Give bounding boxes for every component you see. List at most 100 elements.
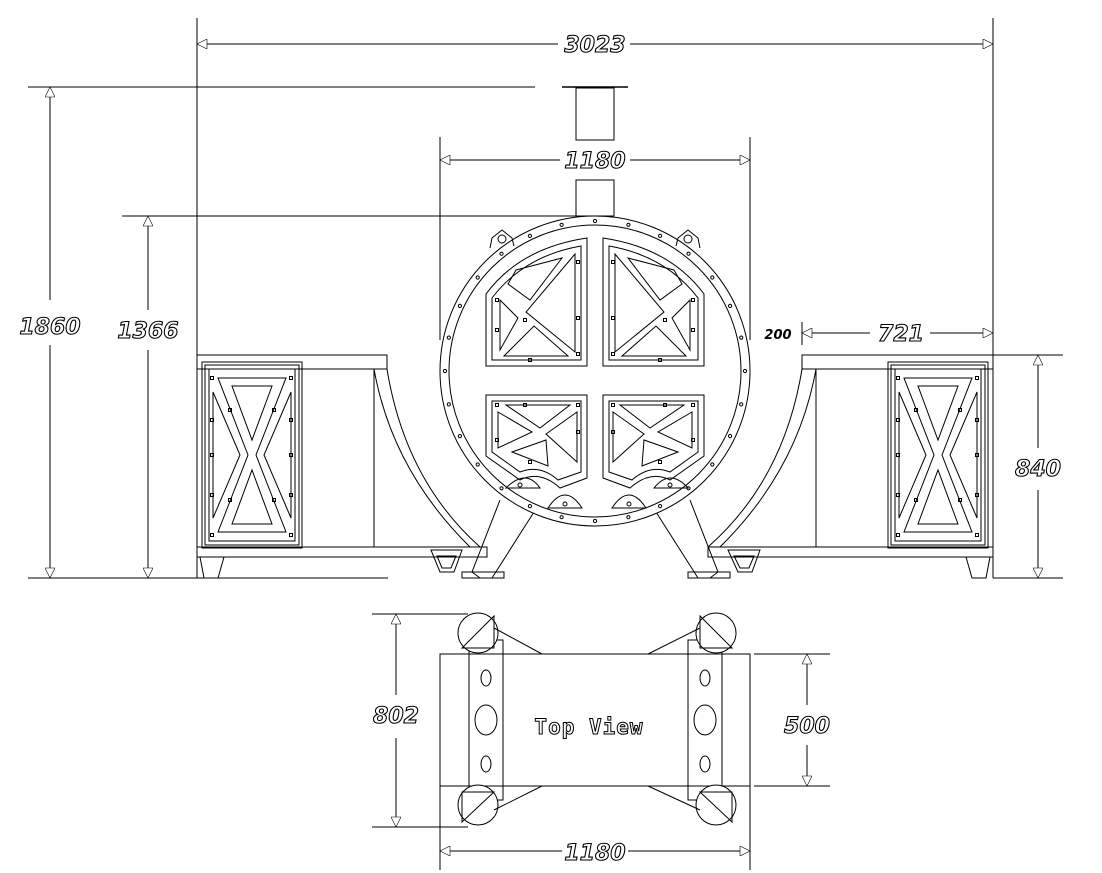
rim-bolt — [499, 251, 504, 256]
dim-top-depth: 802 — [373, 704, 419, 729]
rim-bolt — [457, 303, 462, 308]
panel-bolt — [289, 533, 293, 537]
panel-bolt — [975, 418, 979, 422]
panel-bolt — [495, 298, 499, 302]
rim-bolt — [626, 515, 631, 520]
panel-bolt — [691, 328, 695, 332]
panel-bolt — [914, 408, 918, 412]
tank-door-lower-right — [602, 394, 705, 489]
rim-bolt — [499, 486, 504, 491]
panel-bolt — [289, 493, 293, 497]
panel-bolt — [523, 318, 527, 322]
panel-bolt — [611, 430, 615, 434]
panel-bolt — [495, 328, 499, 332]
panel-bolt — [896, 376, 900, 380]
left-side-frame — [196, 354, 488, 579]
tank-rim-bolts — [442, 218, 748, 524]
door-panel-bolts — [210, 260, 979, 537]
panel-bolt — [576, 316, 580, 320]
tank-door-upper-right — [602, 237, 705, 367]
rim-bolt — [710, 275, 715, 280]
panel-bolt — [691, 403, 695, 407]
panel-bolt — [528, 358, 532, 362]
rim-bolt — [686, 251, 691, 256]
panel-bolt — [210, 453, 214, 457]
rim-bolt — [475, 462, 480, 467]
panel-bolt — [228, 408, 232, 412]
panel-bolt — [896, 493, 900, 497]
rim-bolt — [728, 434, 733, 439]
rim-bolt — [527, 504, 533, 509]
panel-bolt — [576, 430, 580, 434]
panel-bolt — [896, 453, 900, 457]
panel-bolt — [975, 533, 979, 537]
panel-bolt — [975, 493, 979, 497]
rim-bolt — [686, 486, 691, 491]
panel-bolt — [528, 460, 532, 464]
panel-bolt — [289, 418, 293, 422]
rim-bolt — [446, 402, 451, 407]
rim-bolt — [742, 368, 748, 374]
panel-bolt — [611, 260, 615, 264]
panel-bolt — [495, 403, 499, 407]
rim-bolt — [442, 368, 448, 374]
panel-bolt — [272, 498, 276, 502]
rim-bolt — [739, 402, 744, 407]
panel-bolt — [691, 298, 695, 302]
top-view-label: Top View — [534, 715, 643, 739]
dim-overall-width: 3023 — [564, 33, 625, 58]
rim-bolt — [559, 515, 564, 520]
tank-body — [439, 215, 751, 527]
panel-bolt — [228, 498, 232, 502]
panel-bolt — [896, 418, 900, 422]
top-view: Top View 802 500 1180 — [372, 612, 831, 870]
panel-bolt — [576, 352, 580, 356]
panel-bolt — [958, 408, 962, 412]
panel-bolt — [611, 403, 615, 407]
rim-bolt — [626, 222, 631, 227]
panel-bolt — [896, 533, 900, 537]
panel-bolt — [272, 408, 276, 412]
panel-bolt — [576, 403, 580, 407]
right-door-panel — [887, 361, 989, 549]
dim-top-width: 1180 — [564, 841, 625, 866]
panel-bolt — [663, 318, 667, 322]
top-view-bracket-right — [687, 639, 723, 801]
panel-bolt — [611, 352, 615, 356]
panel-bolt — [658, 358, 662, 362]
dim-overall-height: 1860 — [19, 315, 80, 340]
rim-bolt — [527, 233, 533, 238]
dim-tank-diameter: 1180 — [564, 149, 625, 174]
panel-bolt — [210, 533, 214, 537]
dim-clearance: 200 — [764, 328, 791, 343]
rim-bolt — [658, 233, 663, 238]
tank-bottom-vents — [504, 477, 690, 509]
dim-top-inner-depth: 500 — [784, 714, 830, 739]
panel-bolt — [691, 438, 695, 442]
panel-bolt — [975, 376, 979, 380]
right-side-frame — [707, 354, 994, 579]
tank-door-upper-left — [485, 237, 588, 367]
rim-bolt — [559, 222, 564, 227]
tank-legs — [461, 499, 731, 579]
dim-side-width: 721 — [878, 322, 924, 347]
dimension-lines — [50, 44, 1038, 578]
rim-bolt — [592, 218, 598, 224]
rim-bolt — [710, 462, 715, 467]
top-view-feet — [457, 612, 737, 826]
panel-bolt — [576, 260, 580, 264]
panel-bolt — [663, 403, 667, 407]
panel-bolt — [658, 460, 662, 464]
panel-bolt — [611, 316, 615, 320]
rim-bolt — [658, 504, 663, 509]
panel-bolt — [958, 498, 962, 502]
dim-tank-height: 1366 — [117, 319, 178, 344]
rim-bolt — [446, 335, 451, 340]
panel-bolt — [210, 418, 214, 422]
panel-bolt — [914, 498, 918, 502]
panel-bolt — [210, 376, 214, 380]
left-door-panel — [201, 361, 303, 549]
panel-bolt — [495, 438, 499, 442]
